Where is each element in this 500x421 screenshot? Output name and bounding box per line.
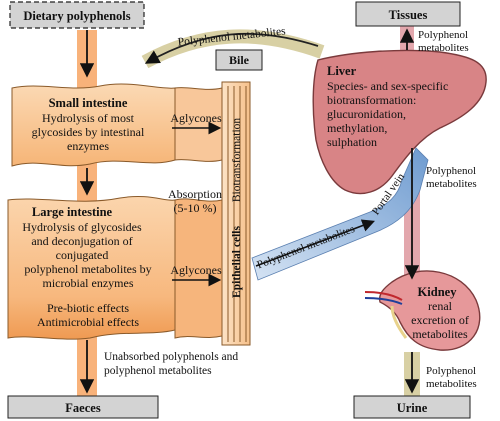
- tissues-flow-label-1: Polyphenol: [418, 29, 468, 41]
- aglycones-top-label: Aglycones: [170, 111, 222, 125]
- urine-label: Urine: [397, 401, 428, 415]
- biotransformation-label: Biotransformation: [231, 118, 243, 203]
- large-intestine-line-3: conjugated: [56, 248, 109, 262]
- large-intestine-folds: [174, 198, 223, 339]
- liver-line-2: biotransformation:: [327, 93, 416, 107]
- liver-line-4: methylation,: [327, 121, 387, 135]
- tissues-label: Tissues: [389, 8, 428, 22]
- liver-kidney-flow-label-2: metabolites: [426, 178, 477, 190]
- dietary-polyphenols-label: Dietary polyphenols: [23, 9, 130, 23]
- faeces-label: Faeces: [65, 401, 101, 415]
- small-intestine-villi: [174, 87, 223, 162]
- antimicrobial-effects: Antimicrobial effects: [37, 315, 139, 329]
- prebiotic-effects: Pre-biotic effects: [47, 301, 129, 315]
- bile-label: Bile: [229, 53, 250, 67]
- kidney-vessels: [364, 291, 408, 339]
- small-intestine-line-2: glycosides by intestinal: [32, 125, 145, 139]
- liver-title: Liver: [327, 64, 357, 78]
- tissues-flow-label-2: metabolites: [418, 42, 469, 54]
- liver-kidney-flow-label-1: Polyphenol: [426, 165, 476, 177]
- urine-box: [353, 395, 471, 419]
- large-intestine-title: Large intestine: [32, 205, 113, 219]
- absorption-percent: (5-10 %): [174, 201, 217, 215]
- urine-flow-label-2: metabolites: [426, 378, 477, 390]
- absorption-label: Absorption: [168, 187, 222, 201]
- kidney-line-1: renal: [428, 299, 453, 313]
- bile-flow-arrow: [144, 32, 319, 64]
- unabsorbed-label-1: Unabsorbed polyphenols and: [104, 351, 238, 363]
- aglycones-bottom-label: Aglycones: [170, 263, 222, 277]
- kidney-line-3: metabolites: [412, 327, 468, 341]
- small-intestine-line-1: Hydrolysis of most: [42, 111, 135, 125]
- epithelial-cell-walls: [227, 86, 247, 342]
- tissues-box: [355, 1, 461, 27]
- faeces-box: [7, 395, 159, 419]
- small-intestine-line-3: enzymes: [67, 139, 109, 153]
- kidney-title: Kidney: [418, 285, 458, 299]
- large-intestine-line-4: polyphenol metabolites by: [24, 262, 151, 276]
- small-intestine-title: Small intestine: [49, 96, 128, 110]
- large-intestine-line-2: and deconjugation of: [31, 234, 132, 248]
- unabsorbed-label-2: polyphenol metabolites: [104, 365, 212, 377]
- urine-flow-label-1: Polyphenol: [426, 365, 476, 377]
- liver-line-3: glucuronidation,: [327, 107, 406, 121]
- portal-vein-band: [251, 147, 429, 281]
- bile-box: [215, 49, 263, 71]
- kidney-shape: [378, 270, 481, 351]
- kidney-line-2: excretion of: [411, 313, 469, 327]
- liver-line-1: Species- and sex-specific: [327, 79, 448, 93]
- portal-flow-arrow: [255, 219, 375, 267]
- epithelial-cells-label: Epithelial cells: [231, 226, 243, 298]
- dietary-polyphenols-box: [9, 1, 145, 29]
- large-intestine-line-5: microbial enzymes: [43, 276, 134, 290]
- portal-flow-label: Polyphenol metabolites: [255, 223, 356, 271]
- large-intestine-line-1: Hydrolysis of glycosides: [22, 220, 142, 234]
- liver-line-5: sulphation: [327, 135, 377, 149]
- liver-shape: [312, 49, 487, 195]
